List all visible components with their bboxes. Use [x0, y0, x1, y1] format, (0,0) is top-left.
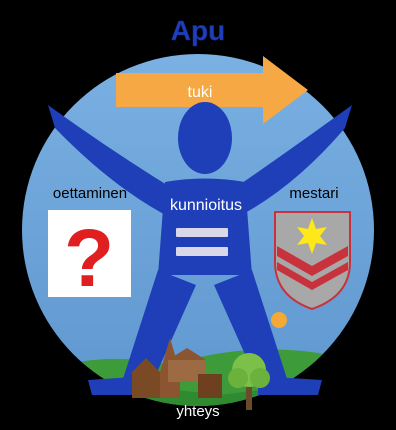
left-label: oettaminen: [53, 185, 127, 202]
center-label: kunnioitus: [170, 197, 242, 214]
sun-icon: [271, 312, 287, 328]
village-buildings-icon: [132, 338, 222, 398]
right-arrow-icon: [116, 56, 308, 124]
bottom-label: yhteys: [176, 403, 219, 420]
question-mark-icon: ?: [48, 210, 131, 304]
shield-with-star-icon: [274, 211, 351, 311]
right-label: mestari: [289, 185, 338, 202]
arrow-label: tuki: [188, 84, 213, 101]
tree-icon: [228, 353, 270, 410]
svg-text:?: ?: [64, 213, 114, 304]
equals-sign-icon: [176, 228, 228, 256]
diagram-title: Apu: [171, 15, 225, 46]
